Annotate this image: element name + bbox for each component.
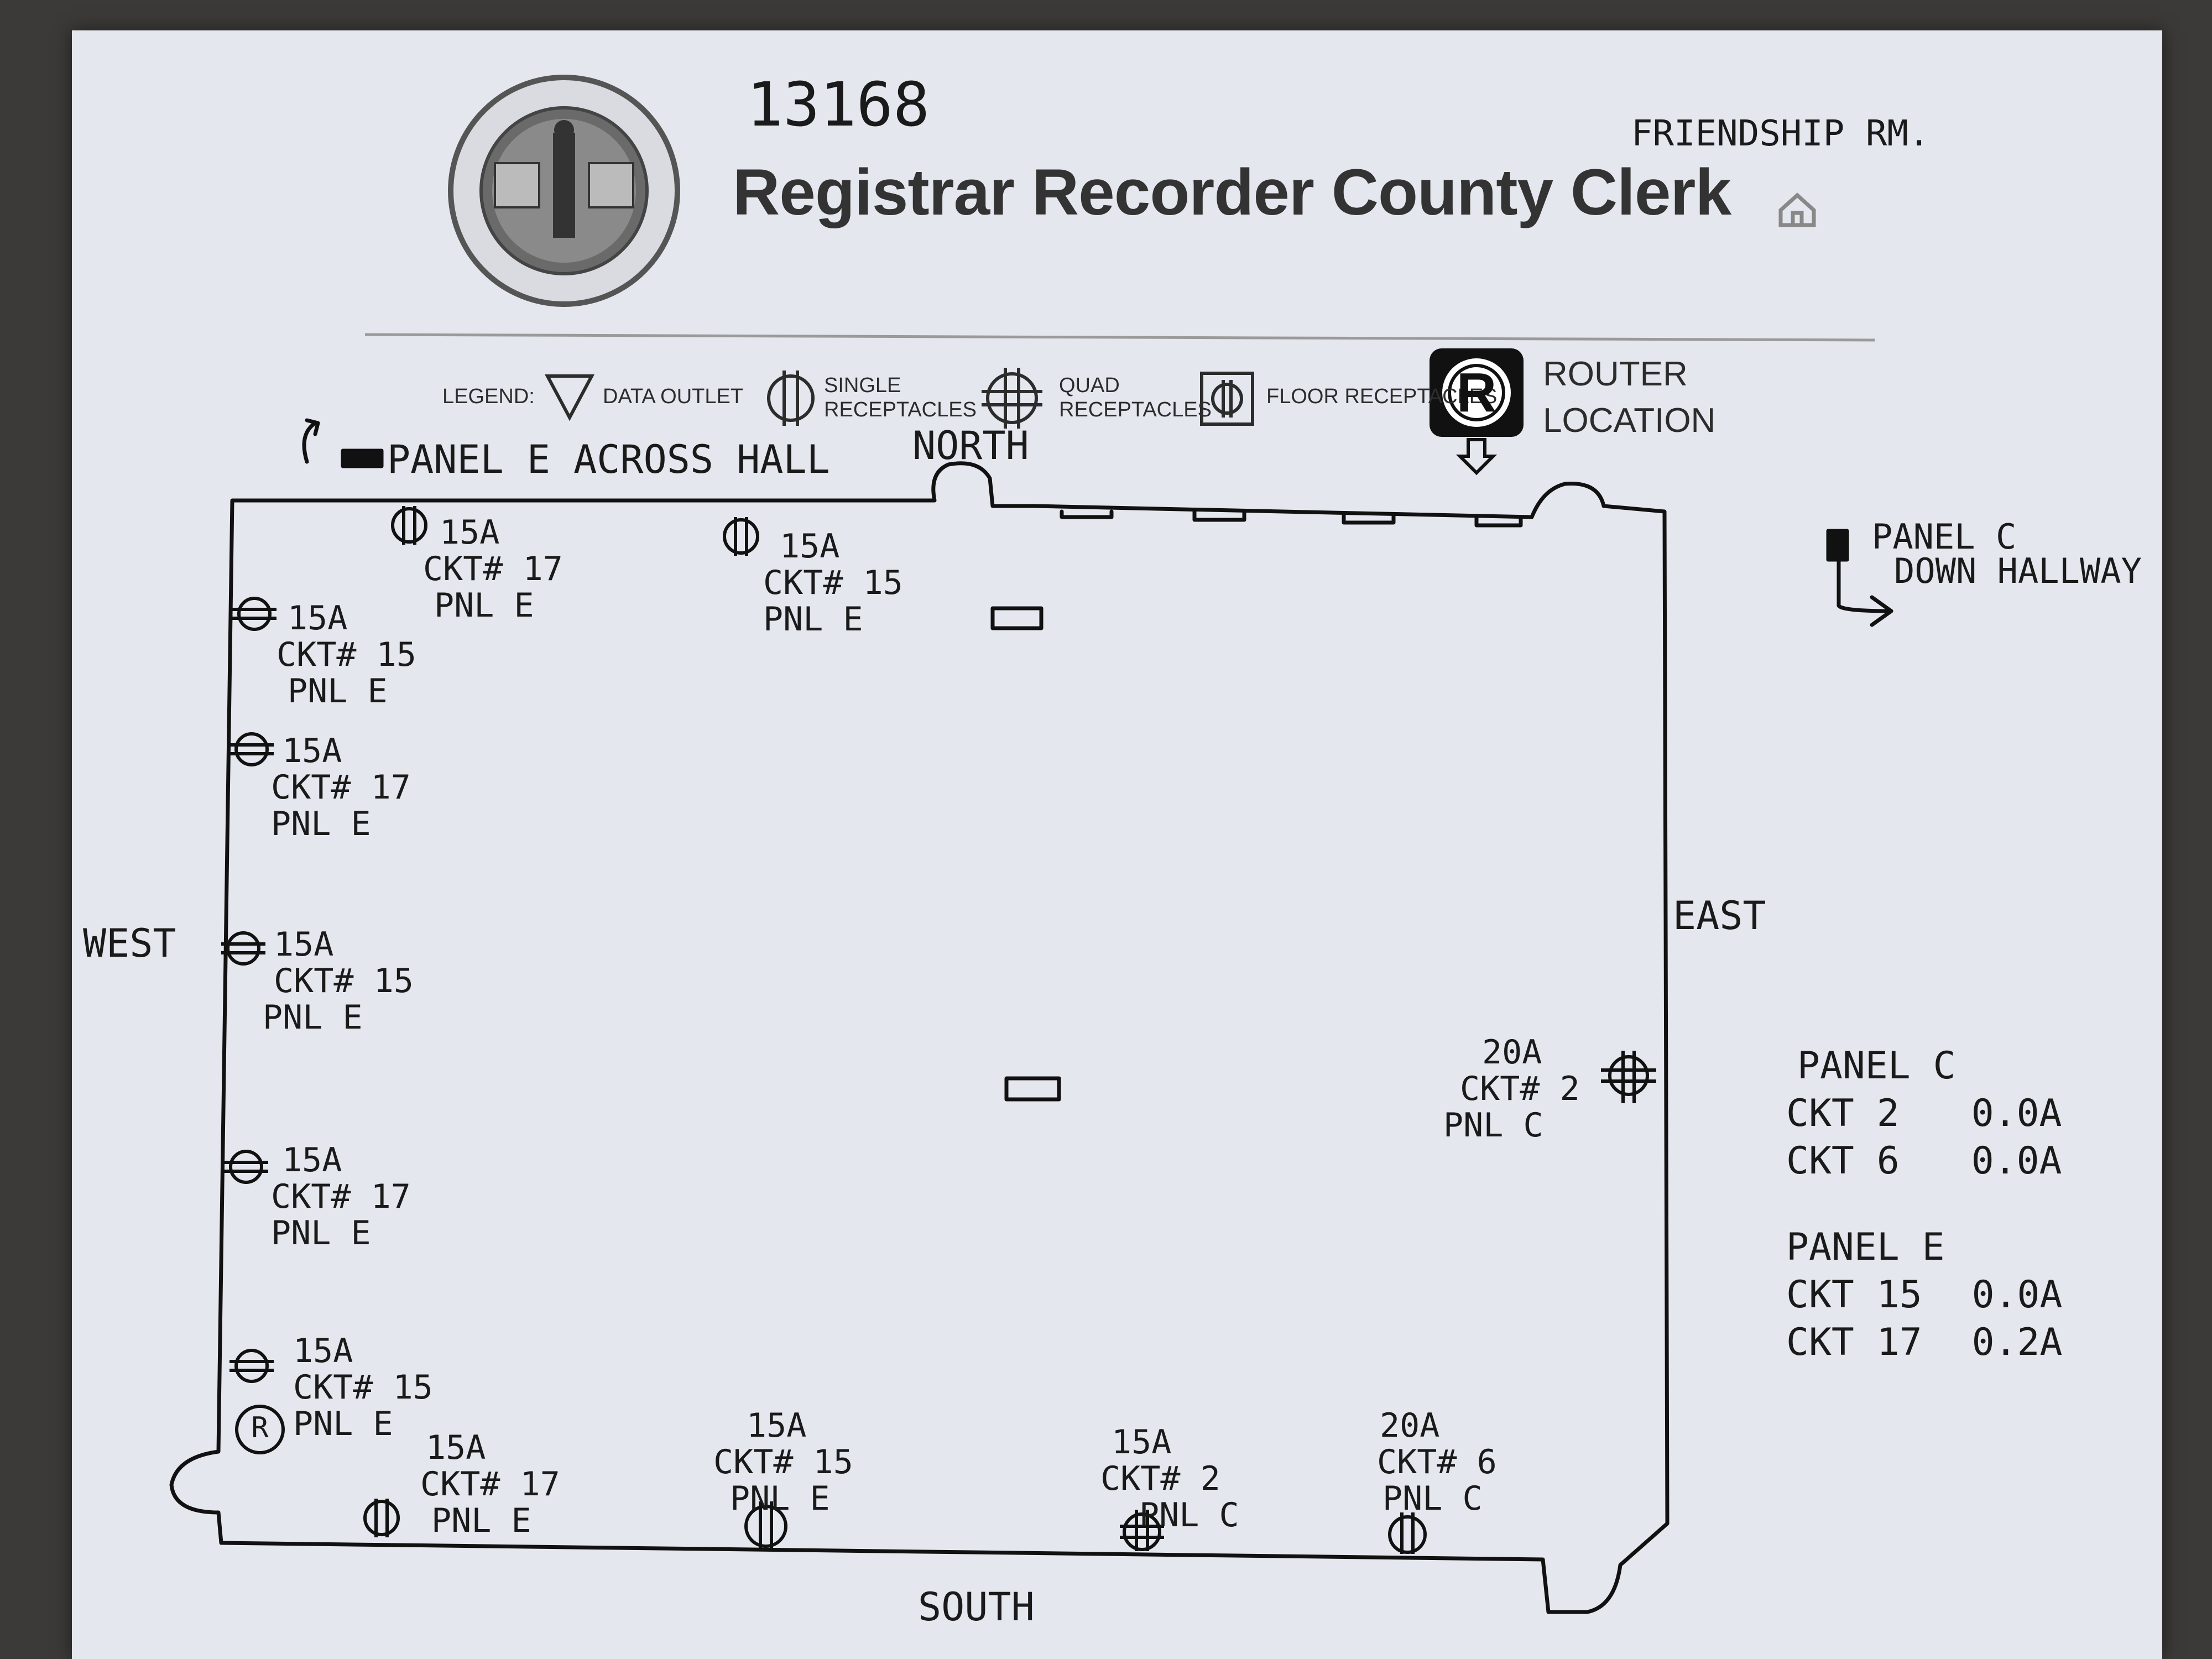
south-label: SOUTH xyxy=(918,1584,1035,1630)
router-glyph: R xyxy=(1456,362,1497,424)
circuit-amps: 15A xyxy=(426,1428,486,1467)
circuit-panel: PNL E xyxy=(271,1214,371,1253)
panel-c-note-line2: DOWN HALLWAY xyxy=(1894,551,2142,591)
circuit-number: CKT# 15 xyxy=(274,962,414,1000)
circuit-number: CKT# 6 xyxy=(1377,1443,1497,1481)
circuit-label: 15A CKT# 2 PNL C xyxy=(1100,1424,1239,1533)
room-name: FRIENDSHIP RM. xyxy=(1631,113,1930,154)
reading-current: 0.0A xyxy=(1971,1273,2063,1317)
county-seal-logo xyxy=(448,75,680,307)
circuit-panel: PNL E xyxy=(434,586,534,625)
circuit-amps: 15A xyxy=(282,732,342,770)
room-outline xyxy=(169,418,1893,1614)
circuit-panel: PNL E xyxy=(763,600,863,639)
circuit-number: CKT# 15 xyxy=(276,635,416,674)
circuit-panel: PNL E xyxy=(293,1405,393,1443)
paper-sheet: 13168 FRIENDSHIP RM. Registrar Recorder … xyxy=(72,30,2162,1659)
circuit-label: 15A CKT# 17 PNL E xyxy=(423,514,563,624)
circuit-amps: 15A xyxy=(780,527,840,566)
circuit-label: 20A CKT# 6 PNL C xyxy=(1377,1407,1497,1517)
circuit-label: 15A CKT# 17 PNL E xyxy=(271,733,411,842)
circuit-label: 15A CKT# 15 PNL E xyxy=(263,926,414,1036)
circuit-number: CKT# 17 xyxy=(271,1177,411,1216)
home-icon xyxy=(1778,192,1816,227)
job-number: 13168 xyxy=(747,69,930,140)
panel-readings: PANEL C CKT 2 0.0A CKT 6 0.0A PANEL E CKT … xyxy=(1786,1042,2062,1366)
panel-e-note: PANEL E ACROSS HALL xyxy=(387,437,830,482)
legend-data-outlet-label: DATA OUTLET xyxy=(603,385,744,408)
circuit-label: 15A CKT# 15 PNL E xyxy=(276,600,416,709)
receptacle-symbols xyxy=(221,506,1656,1554)
reading-circuit: CKT 6 xyxy=(1786,1139,1900,1183)
floor-plan-drawing xyxy=(169,75,1893,1614)
panel-c-heading: PANEL C xyxy=(1797,1044,1956,1088)
circuit-number: CKT# 17 xyxy=(423,550,563,588)
west-label: WEST xyxy=(83,921,176,966)
reading-current: 0.0A xyxy=(1971,1139,2062,1183)
panel-e-heading: PANEL E xyxy=(1786,1225,1945,1269)
router-legend-label: ROUTER LOCATION xyxy=(1543,351,1715,444)
circuit-number: CKT# 15 xyxy=(713,1443,853,1481)
circuit-label: 15A CKT# 17 PNL E xyxy=(271,1142,411,1251)
circuit-label: 15A CKT# 15 PNL E xyxy=(282,1333,433,1442)
circuit-panel: PNL C xyxy=(1383,1479,1483,1518)
circuit-number: CKT# 17 xyxy=(420,1465,560,1504)
legend-label: LEGEND: xyxy=(442,385,535,408)
single-receptacle-icon xyxy=(767,371,815,426)
east-label: EAST xyxy=(1673,893,1766,938)
reading-circuit: CKT 17 xyxy=(1786,1321,1922,1364)
router-location-icon xyxy=(1430,348,1524,476)
circuit-number: CKT# 2 xyxy=(1100,1459,1220,1498)
router-marker: R xyxy=(251,1411,269,1444)
reading-row: CKT 15 0.0A xyxy=(1786,1271,2062,1319)
circuit-panel: PNL E xyxy=(288,672,388,711)
quad-receptacle-icon xyxy=(982,368,1042,429)
circuit-panel: PNL E xyxy=(263,998,363,1037)
circuit-amps: 20A xyxy=(1380,1406,1440,1445)
circuit-label: 15A CKT# 17 PNL E xyxy=(409,1430,560,1539)
reading-current: 0.2A xyxy=(1971,1321,2063,1364)
circuit-label: 20A CKT# 2 PNL C xyxy=(1443,1034,1580,1144)
circuit-panel: PNL C xyxy=(1139,1496,1239,1535)
page-title: Registrar Recorder County Clerk xyxy=(733,156,1731,229)
circuit-label: 15A CKT# 15 PNL E xyxy=(763,528,903,638)
circuit-amps: 15A xyxy=(282,1141,342,1180)
data-outlet-icon xyxy=(545,374,594,421)
legend-floor-receptacle-label: FLOOR RECEPTACLES xyxy=(1266,385,1498,408)
legend-single-receptacle-label: SINGLE RECEPTACLES xyxy=(824,374,977,421)
panel-c-note: PANEL C DOWN HALLWAY xyxy=(1872,520,2142,588)
circuit-amps: 15A xyxy=(293,1332,353,1370)
circuit-number: CKT# 2 xyxy=(1460,1070,1580,1108)
reading-row: CKT 6 0.0A xyxy=(1786,1138,2062,1185)
circuit-number: CKT# 15 xyxy=(763,564,903,602)
circuit-amps: 20A xyxy=(1482,1033,1542,1072)
circuit-amps: 15A xyxy=(1112,1423,1172,1462)
reading-row: CKT 17 0.2A xyxy=(1786,1319,2062,1366)
reading-current: 0.0A xyxy=(1971,1092,2062,1135)
circuit-amps: 15A xyxy=(288,599,348,638)
circuit-number: CKT# 17 xyxy=(271,768,411,807)
circuit-label: 15A CKT# 15 PNL E xyxy=(713,1407,853,1517)
circuit-number: CKT# 15 xyxy=(293,1368,433,1407)
legend-quad-receptacle-label: QUAD RECEPTACLES xyxy=(1059,374,1212,421)
reading-circuit: CKT 15 xyxy=(1786,1273,1922,1317)
circuit-panel: PNL C xyxy=(1443,1106,1543,1145)
circuit-panel: PNL E xyxy=(271,805,371,843)
panel-c-note-line1: PANEL C xyxy=(1872,517,2017,557)
circuit-amps: 15A xyxy=(440,513,500,552)
router-label-line1: ROUTER xyxy=(1543,355,1688,393)
circuit-amps: 15A xyxy=(274,925,334,964)
reading-circuit: CKT 2 xyxy=(1786,1092,1900,1135)
header-divider xyxy=(364,333,1875,342)
circuit-panel: PNL E xyxy=(431,1501,531,1540)
circuit-amps: 15A xyxy=(747,1406,807,1445)
router-label-line2: LOCATION xyxy=(1543,401,1716,440)
north-label: NORTH xyxy=(912,423,1029,468)
circuit-panel: PNL E xyxy=(730,1479,830,1518)
reading-row: CKT 2 0.0A xyxy=(1786,1090,2062,1138)
floor-receptacle-icon xyxy=(1200,372,1254,426)
